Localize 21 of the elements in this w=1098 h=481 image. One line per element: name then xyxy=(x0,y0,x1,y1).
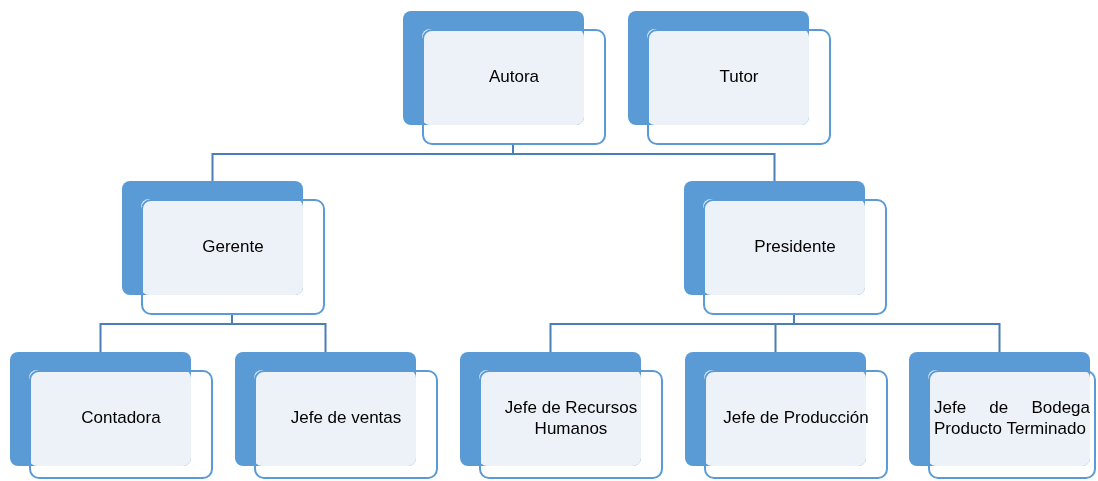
box-label: Jefe de Recursos Humanos xyxy=(503,396,639,440)
box-label: Contadora xyxy=(81,407,161,429)
box-label: Jefe de Producción xyxy=(723,407,869,429)
box-label: Jefe de Bodega Producto Terminado xyxy=(934,396,1090,440)
org-chart-box xyxy=(403,11,606,145)
org-chart-box xyxy=(122,181,325,315)
connector-line xyxy=(512,144,776,182)
org-chart-box xyxy=(684,181,887,315)
box-label: Jefe de ventas xyxy=(290,407,402,429)
connector-line xyxy=(793,314,1001,353)
box-label: Autora xyxy=(488,66,540,88)
org-chart-box xyxy=(909,352,1096,479)
box-label: Tutor xyxy=(719,66,759,88)
org-chart-box xyxy=(235,352,438,479)
box-label: Gerente xyxy=(202,236,264,258)
box-label: Presidente xyxy=(754,236,836,258)
connector-line xyxy=(231,314,327,353)
org-chart-box xyxy=(628,11,831,145)
org-chart-box xyxy=(10,352,213,479)
org-chart-box xyxy=(685,352,888,479)
org-chart-box xyxy=(460,352,663,479)
